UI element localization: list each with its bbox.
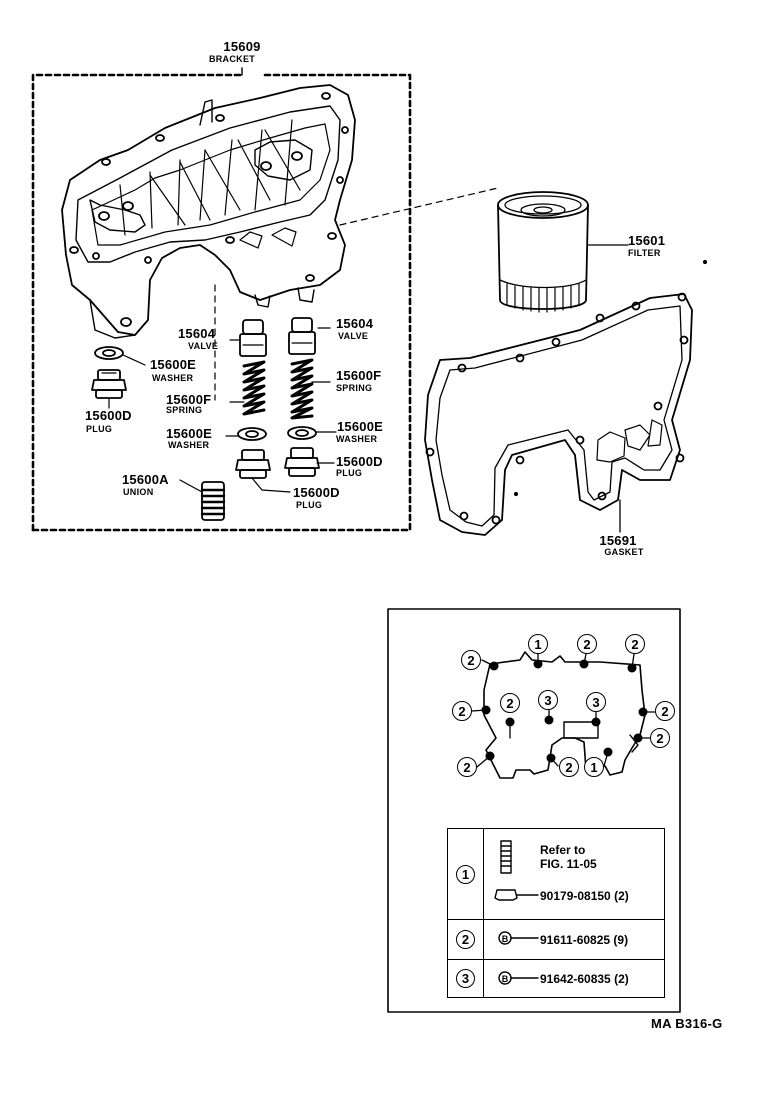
plug-left-part-number: 15600D [85, 408, 132, 423]
spring-right [290, 358, 314, 420]
washer-mid [237, 427, 267, 441]
gasket-part-name: GASKET [604, 547, 644, 557]
callout-2: 2 [655, 701, 675, 721]
filter-part-number: 15601 [628, 233, 666, 248]
row-key-circle: 1 [456, 864, 475, 884]
bolt-b-icon-row3 [498, 971, 512, 985]
callout-2: 2 [625, 634, 645, 654]
washer-right-part-name: WASHER [336, 434, 378, 444]
stud-bolt-icon [500, 840, 512, 874]
row-key-circle: 3 [456, 969, 475, 988]
callout-2: 2 [577, 634, 597, 654]
valve-left-part-number: 15604 [178, 326, 216, 341]
inset-bolt-holes [481, 659, 648, 763]
callout-1: 1 [584, 757, 604, 777]
washer-right-part-number: 15600E [337, 419, 384, 434]
oil-filter [497, 191, 589, 313]
spring-left-part-number: 15600F [166, 392, 212, 407]
callout-3: 3 [586, 692, 606, 712]
spring-right-part-number: 15600F [336, 368, 382, 383]
callout-3: 3 [538, 690, 558, 710]
alignment-dashed-lines [214, 187, 499, 401]
spring-right-part-name: SPRING [336, 383, 373, 393]
plug-right [284, 447, 320, 477]
valve-right [288, 317, 316, 355]
callout-2: 2 [457, 757, 477, 777]
callout-2: 2 [452, 701, 472, 721]
inset-callout-leaders [471, 653, 656, 768]
washer-top-part-name: WASHER [152, 373, 194, 383]
valve-right-part-number: 15604 [336, 316, 374, 331]
washer-mid-part-name: WASHER [168, 440, 210, 450]
valve-left [239, 319, 267, 357]
callout-2: 2 [559, 757, 579, 777]
washer-mid-part-number: 15600E [166, 426, 213, 441]
inset-frame [387, 608, 681, 1013]
bolt-b-icon-row2 [498, 931, 512, 945]
callout-2: 2 [461, 650, 481, 670]
plug-bottom-part-number: 15600D [293, 485, 340, 500]
bolt-b-letter-row3: B [502, 974, 509, 984]
plug-top-left [91, 369, 127, 399]
refer-figure: FIG. 11-05 [540, 857, 597, 871]
plug-left-part-name: PLUG [86, 424, 113, 434]
plug-right-part-name: PLUG [336, 468, 363, 478]
table-row: 3 91642-60835 (2) [448, 959, 664, 997]
figure-code: MA B316-G [651, 1016, 723, 1031]
plug-mid [235, 449, 271, 479]
union [200, 481, 226, 521]
valve-left-part-name: VALVE [188, 341, 219, 351]
union-part-name: UNION [123, 487, 154, 497]
gasket [424, 292, 693, 536]
part-number: 90179-08150 (2) [540, 889, 629, 903]
fastener-table: 1 Refer to FIG. 11-05 90179-08150 (2) 2 … [447, 828, 665, 998]
bracket-group-outline [31, 73, 412, 532]
bracket-part-name: BRACKET [208, 54, 256, 64]
callout-2: 2 [650, 728, 670, 748]
callout-2: 2 [500, 693, 520, 713]
union-part-number: 15600A [122, 472, 169, 487]
nut-icon [494, 889, 539, 901]
callout-1: 1 [528, 634, 548, 654]
plug-bottom-part-name: PLUG [296, 500, 323, 510]
washer-right [287, 426, 317, 440]
bracket-part-number: 15609 [223, 39, 261, 54]
spring-left-part-name: SPRING [166, 405, 203, 415]
spring-left [242, 360, 266, 416]
part-number: 91611-60825 (9) [540, 933, 629, 947]
valve-right-part-name: VALVE [338, 331, 369, 341]
washer-top-part-number: 15600E [150, 357, 197, 372]
washer-top [94, 346, 124, 360]
table-row: 1 Refer to FIG. 11-05 90179-08150 (2) [448, 829, 664, 919]
refer-text: Refer to [540, 843, 586, 857]
filter-part-name: FILTER [628, 248, 661, 258]
bolt-b-letter-row2: B [502, 934, 509, 944]
plug-right-part-number: 15600D [336, 454, 383, 469]
table-row: 2 91611-60825 (9) [448, 919, 664, 959]
bracket-housing [61, 84, 356, 339]
part-number: 91642-60835 (2) [540, 972, 629, 986]
gasket-part-number: 15691 [599, 533, 637, 548]
row-key-circle: 2 [456, 930, 475, 949]
